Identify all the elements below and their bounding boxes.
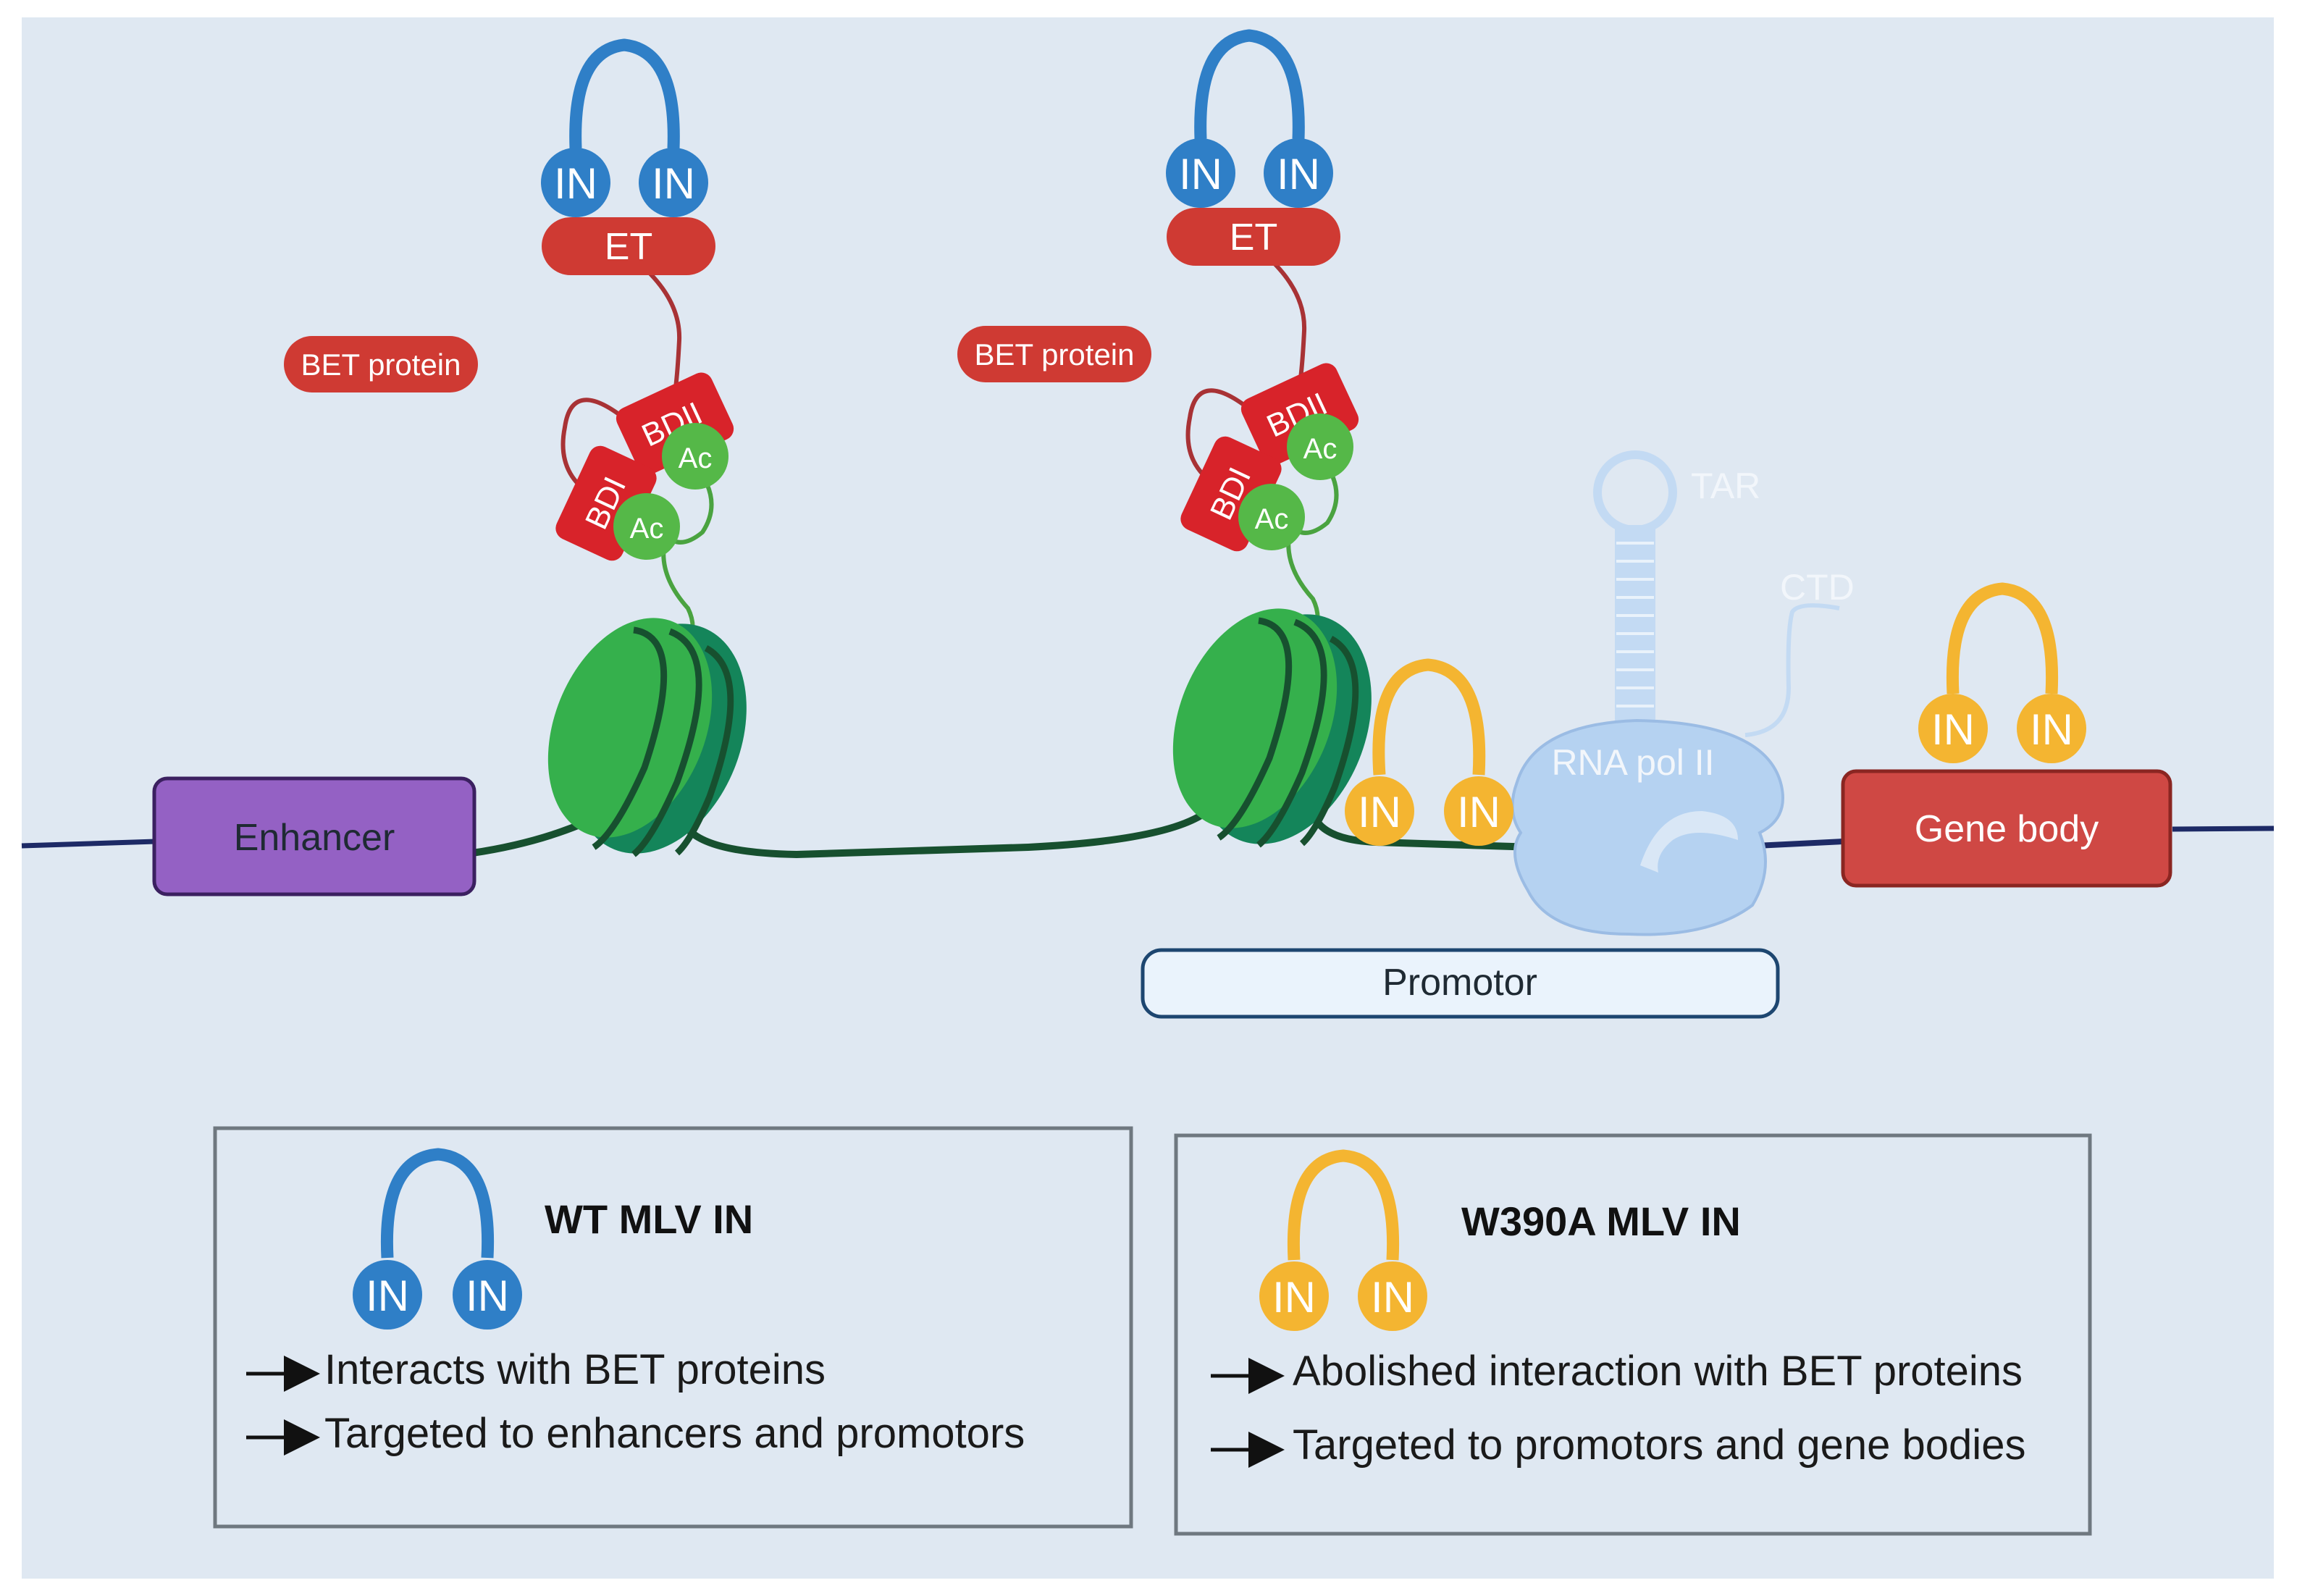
enhancer-box — [152, 776, 476, 896]
bet-complex-promotor: IN IN ET BDII BDI Ac Ac — [1166, 29, 1372, 848]
legend-mutant-title: W390A MLV IN — [1461, 1198, 1741, 1244]
in-subunit-icon — [453, 1260, 522, 1330]
in-label: IN — [1358, 788, 1401, 836]
bet-protein-pill — [957, 326, 1151, 382]
w390a-in-promotor: IN IN — [1345, 658, 1513, 846]
dna-right-tail — [2172, 826, 2275, 832]
in-label: IN — [1457, 788, 1500, 836]
in-label: IN — [1272, 1273, 1316, 1322]
legend-mutant-item: Targeted to promotors and gene bodies — [1293, 1421, 2025, 1469]
enhancer-region: Enhancer — [152, 776, 476, 896]
nucleosome-icon — [1172, 608, 1372, 848]
in-label: IN — [554, 159, 597, 208]
legend-wt-title: WT MLV IN — [545, 1196, 753, 1242]
acetyl-icon — [1287, 413, 1353, 480]
in-subunit-icon — [1918, 694, 1988, 763]
dna-linker-genebody — [1755, 839, 1844, 849]
in-label: IN — [1371, 1273, 1414, 1322]
et-label: ET — [605, 226, 652, 268]
in-dimer-arc — [380, 1148, 495, 1259]
promotor-label: Promotor — [1382, 962, 1537, 1004]
ac-label: Ac — [1255, 503, 1289, 535]
legend-mutant-box — [1174, 1133, 2092, 1536]
rna-pol-label: RNA pol II — [1551, 742, 1714, 783]
rna-pol-cleft — [1640, 811, 1738, 873]
in-subunit-icon — [2017, 694, 2086, 763]
dna-left-tail — [21, 839, 156, 849]
in-dimer-arc — [569, 38, 680, 149]
ac-label: Ac — [630, 513, 664, 545]
in-label: IN — [2030, 705, 2073, 754]
in-subunit-icon — [541, 148, 610, 217]
ac-label: Ac — [679, 442, 713, 474]
legend-wt-box — [213, 1126, 1133, 1529]
in-subunit-icon — [1166, 138, 1235, 208]
in-label: IN — [1931, 705, 1975, 754]
promotor-region: Promotor — [1141, 948, 1780, 1019]
in-subunit-icon — [1358, 1261, 1427, 1331]
in-subunit-icon — [1345, 776, 1414, 846]
bet-protein-label: BET protein — [974, 337, 1134, 371]
legend-wt-item: Targeted to enhancers and promotors — [324, 1410, 1025, 1457]
ctd-tail — [1744, 603, 1840, 737]
et-label: ET — [1230, 217, 1277, 259]
bet-complex-enhancer: IN IN ET BDII BDI Ac Ac — [541, 38, 747, 857]
acetyl-icon — [613, 493, 680, 560]
in-label: IN — [366, 1272, 409, 1320]
in-dimer-arc — [1287, 1149, 1400, 1261]
legend-mutant-item: Abolished interaction with BET proteins — [1293, 1348, 2023, 1395]
bet-protein-label: BET protein — [301, 348, 461, 382]
legend-wt: IN IN WT MLV IN Interacts with BET prote… — [213, 1126, 1133, 1529]
gene-body-box — [1841, 769, 2172, 888]
promotor-box — [1141, 948, 1780, 1019]
in-subunit-icon — [1259, 1261, 1329, 1331]
w390a-in-gene-body: IN IN — [1918, 582, 2086, 763]
free-bet-protein: BET protein — [284, 336, 478, 392]
in-label: IN — [466, 1272, 509, 1320]
nucleosome-icon — [547, 618, 747, 857]
ctd-label: CTD — [1780, 567, 1855, 608]
enhancer-label: Enhancer — [234, 817, 395, 859]
in-label: IN — [1179, 150, 1222, 198]
in-subunit-icon — [1444, 776, 1513, 846]
bet-protein-pill — [284, 336, 478, 392]
in-label: IN — [652, 159, 695, 208]
in-label: IN — [1277, 150, 1320, 198]
gene-body-region: Gene body — [1841, 769, 2172, 888]
acetyl-icon — [662, 423, 728, 490]
in-subunit-icon — [1264, 138, 1333, 208]
bdi-bdii-linker — [1185, 388, 1253, 478]
tar-label: TAR — [1691, 466, 1760, 506]
in-subunit-icon — [353, 1260, 422, 1330]
gene-body-label: Gene body — [1915, 808, 2099, 850]
in-dimer-arc — [1946, 582, 2059, 694]
et-domain — [542, 217, 715, 275]
tar-hairpin-icon — [1593, 450, 1677, 735]
in-subunit-icon — [639, 148, 708, 217]
ac-label: Ac — [1303, 433, 1338, 465]
in-dimer-arc — [1194, 29, 1305, 140]
et-domain — [1167, 208, 1340, 266]
legend-mutant: IN IN W390A MLV IN Abolished interaction… — [1174, 1133, 2092, 1536]
acetyl-icon — [1238, 484, 1305, 550]
dna-linker-middle — [685, 807, 1212, 859]
dna-linker-enhancer — [471, 818, 588, 857]
legend-wt-item: Interacts with BET proteins — [324, 1346, 826, 1393]
free-bet-protein: BET protein — [957, 326, 1151, 382]
in-dimer-arc — [1372, 658, 1486, 776]
rna-pol-body — [1511, 718, 1784, 936]
bdi-bdii-linker — [560, 398, 628, 487]
rna-pol-ii: TAR CTD RNA pol II — [1511, 450, 1855, 936]
